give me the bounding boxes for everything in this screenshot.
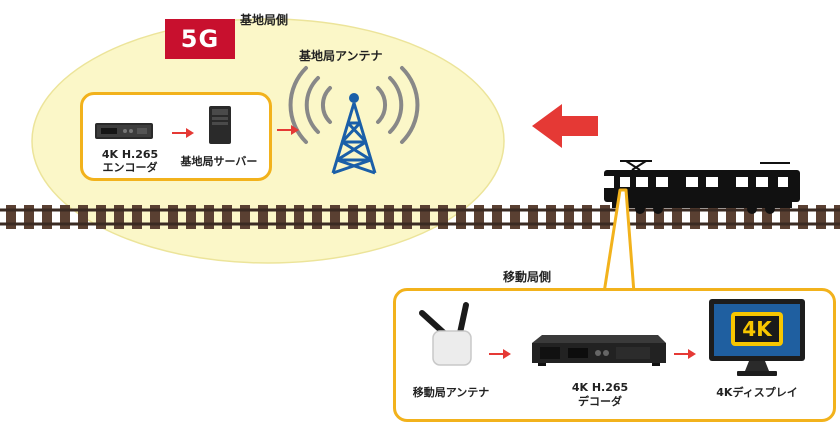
- railway-tie: [366, 205, 376, 229]
- arrow-right-icon: [172, 128, 194, 138]
- arrow-right-icon: [277, 125, 299, 135]
- railway-tie: [24, 205, 34, 229]
- railway-track: [0, 205, 840, 229]
- railway-tie: [150, 205, 160, 229]
- railway-tie: [456, 205, 466, 229]
- railway-tie: [654, 205, 664, 229]
- railway-tie: [186, 205, 196, 229]
- railway-tie: [60, 205, 70, 229]
- 5g-badge: 5G: [165, 19, 235, 59]
- railway-tie: [384, 205, 394, 229]
- railway-tie: [114, 205, 124, 229]
- railway-tie: [96, 205, 106, 229]
- railway-tie: [204, 205, 214, 229]
- mobile-station-side-label: 移動局側: [503, 270, 552, 284]
- railway-tie: [600, 205, 610, 229]
- railway-tie: [168, 205, 178, 229]
- railway-tie: [6, 205, 16, 229]
- railway-tie: [438, 205, 448, 229]
- railway-tie: [492, 205, 502, 229]
- railway-tie: [402, 205, 412, 229]
- railway-tie: [78, 205, 88, 229]
- railway-tie: [636, 205, 646, 229]
- railway-tie: [132, 205, 142, 229]
- railway-tie: [744, 205, 754, 229]
- decoder-label-line2: デコーダ: [578, 395, 622, 408]
- railway-tie: [780, 205, 790, 229]
- server-label: 基地局サーバー: [180, 155, 258, 168]
- railway-tie: [564, 205, 574, 229]
- railway-tie: [510, 205, 520, 229]
- railway-tie: [690, 205, 700, 229]
- railway-tie: [708, 205, 718, 229]
- mobile-antenna-icon: [419, 302, 472, 366]
- railway-tie: [222, 205, 232, 229]
- railway-tie: [582, 205, 592, 229]
- railway-tie: [42, 205, 52, 229]
- railway-tie: [798, 205, 808, 229]
- railway-tie: [330, 205, 340, 229]
- railway-tie: [240, 205, 250, 229]
- railway-tie: [420, 205, 430, 229]
- railway-tie: [258, 205, 268, 229]
- railway-tie: [816, 205, 826, 229]
- decoder-label-line1: 4K H.265: [571, 381, 629, 394]
- encoder-label-line1: 4K H.265: [101, 148, 159, 161]
- railway-tie: [474, 205, 484, 229]
- train-icon: [604, 160, 800, 214]
- encoder-icon: [95, 123, 153, 139]
- decoder-icon: [532, 335, 666, 366]
- railway-tie: [834, 205, 840, 229]
- display-screen-text: 4K: [742, 317, 772, 341]
- base-antenna-label: 基地局アンテナ: [299, 49, 383, 63]
- mobile-antenna-label: 移動局アンテナ: [412, 386, 490, 399]
- display-icon: 4K: [709, 299, 805, 377]
- tower-icon: [288, 66, 420, 175]
- encoder-label-line2: エンコーダ: [102, 161, 158, 174]
- railway-tie: [726, 205, 736, 229]
- mobile-equipment-box: 4K 移動局アンテナ 4K H.265 デコーダ 4Kディスプレイ: [393, 288, 836, 422]
- railway-tie: [312, 205, 322, 229]
- railway-tie: [546, 205, 556, 229]
- arrow-right-icon: [674, 349, 696, 359]
- railway-tie: [762, 205, 772, 229]
- base-station-side-label: 基地局側: [240, 13, 289, 27]
- server-icon: [209, 106, 231, 144]
- direction-arrow-icon: [532, 104, 598, 148]
- arrow-right-icon: [489, 349, 511, 359]
- railway-tie: [294, 205, 304, 229]
- railway-tie: [672, 205, 682, 229]
- display-label: 4Kディスプレイ: [716, 386, 798, 399]
- railway-tie: [348, 205, 358, 229]
- railway-tie: [276, 205, 286, 229]
- base-equipment-box: 4K H.265 エンコーダ 基地局サーバー: [80, 92, 272, 181]
- railway-tie: [528, 205, 538, 229]
